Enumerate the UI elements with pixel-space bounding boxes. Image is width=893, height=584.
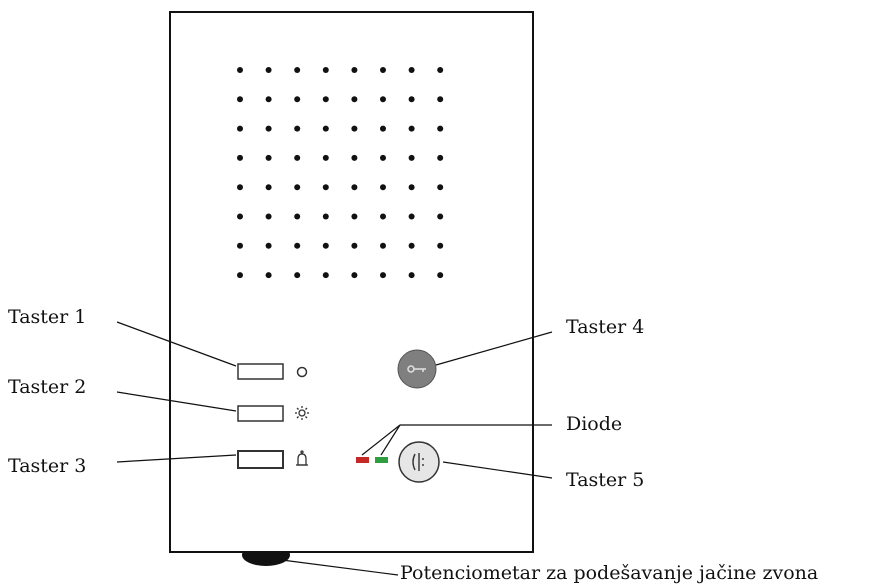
grille-dot bbox=[437, 184, 444, 191]
grille-dot bbox=[237, 125, 243, 132]
grille-dot bbox=[351, 67, 358, 73]
grille-dot bbox=[322, 67, 329, 73]
grille-dot bbox=[351, 154, 358, 161]
leader-taster-5 bbox=[442, 461, 553, 479]
grille-dot bbox=[237, 242, 243, 249]
grille-dot bbox=[294, 154, 301, 161]
leader-diode-c bbox=[380, 424, 401, 456]
grille-dot bbox=[380, 154, 386, 161]
grille-dot bbox=[322, 96, 329, 103]
grille-dot bbox=[380, 242, 386, 249]
grille-dot bbox=[380, 272, 386, 279]
grille-dot bbox=[237, 184, 243, 191]
grille-dot bbox=[351, 125, 358, 132]
grille-dot bbox=[237, 272, 243, 279]
leader-potenciometar bbox=[281, 559, 399, 576]
grille-dot bbox=[265, 272, 272, 279]
grille-dot bbox=[237, 154, 243, 161]
grille-dot bbox=[408, 213, 415, 220]
grille-dot bbox=[322, 272, 329, 279]
key-icon bbox=[407, 365, 426, 373]
grille-dot bbox=[437, 242, 444, 249]
label-taster-1: Taster 1 bbox=[8, 306, 87, 328]
grille-dot bbox=[380, 184, 386, 191]
grille-dot bbox=[322, 213, 329, 220]
leader-taster-4 bbox=[435, 331, 553, 366]
grille-dot bbox=[294, 96, 301, 103]
label-potenciometar: Potenciometar za podešavanje jačine zvon… bbox=[400, 562, 819, 584]
diode-green bbox=[375, 457, 388, 463]
grille-dot bbox=[408, 125, 415, 132]
leader-diode-b bbox=[361, 424, 401, 456]
label-taster-4: Taster 4 bbox=[566, 316, 645, 338]
grille-dot bbox=[322, 242, 329, 249]
leader-taster-2 bbox=[116, 391, 237, 412]
grille-dot bbox=[408, 67, 415, 73]
grille-dot bbox=[294, 213, 301, 220]
grille-dot bbox=[437, 154, 444, 161]
taster-2-button[interactable] bbox=[237, 405, 284, 422]
label-taster-2: Taster 2 bbox=[8, 376, 87, 398]
grille-dot bbox=[265, 213, 272, 220]
grille-dot bbox=[265, 67, 272, 73]
handset-icon bbox=[412, 453, 424, 471]
grille-dot bbox=[351, 242, 358, 249]
grille-dot bbox=[408, 242, 415, 249]
grille-dot bbox=[437, 125, 444, 132]
grille-dot bbox=[351, 213, 358, 220]
grille-dot bbox=[265, 242, 272, 249]
grille-dot bbox=[237, 67, 243, 73]
grille-dot bbox=[437, 272, 444, 279]
grille-dot bbox=[322, 184, 329, 191]
grille-dot bbox=[380, 67, 386, 73]
grille-dot bbox=[294, 125, 301, 132]
speaker-grille bbox=[237, 67, 444, 279]
grille-dot bbox=[380, 96, 386, 103]
label-taster-5: Taster 5 bbox=[566, 469, 645, 491]
grille-dot bbox=[351, 184, 358, 191]
grille-dot bbox=[408, 272, 415, 279]
grille-dot bbox=[265, 125, 272, 132]
grille-dot bbox=[265, 96, 272, 103]
grille-dot bbox=[351, 96, 358, 103]
grille-dot bbox=[351, 272, 358, 279]
grille-dot bbox=[408, 184, 415, 191]
label-taster-3: Taster 3 bbox=[8, 455, 87, 477]
grille-dot bbox=[437, 67, 444, 73]
circle-icon bbox=[296, 366, 308, 378]
grille-dot bbox=[294, 242, 301, 249]
grille-dot bbox=[265, 184, 272, 191]
taster-3-button[interactable] bbox=[237, 450, 284, 469]
grille-dot bbox=[322, 154, 329, 161]
sun-light-icon bbox=[295, 406, 309, 420]
grille-dot bbox=[380, 213, 386, 220]
grille-dot bbox=[294, 184, 301, 191]
grille-dot bbox=[237, 96, 243, 103]
grille-dot bbox=[294, 67, 301, 73]
leader-taster-1 bbox=[116, 321, 237, 367]
label-diode: Diode bbox=[566, 413, 623, 435]
leader-taster-3 bbox=[116, 454, 237, 463]
grille-dot bbox=[408, 96, 415, 103]
intercom-panel bbox=[169, 11, 534, 553]
bell-icon bbox=[296, 450, 308, 466]
grille-dot bbox=[380, 125, 386, 132]
grille-dot bbox=[265, 154, 272, 161]
grille-dot bbox=[408, 154, 415, 161]
grille-dot bbox=[294, 272, 301, 279]
taster-1-button[interactable] bbox=[237, 363, 284, 380]
grille-dot bbox=[322, 125, 329, 132]
grille-dot bbox=[237, 213, 243, 220]
grille-dot bbox=[437, 213, 444, 220]
grille-dot bbox=[437, 96, 444, 103]
diode-red bbox=[356, 457, 369, 463]
